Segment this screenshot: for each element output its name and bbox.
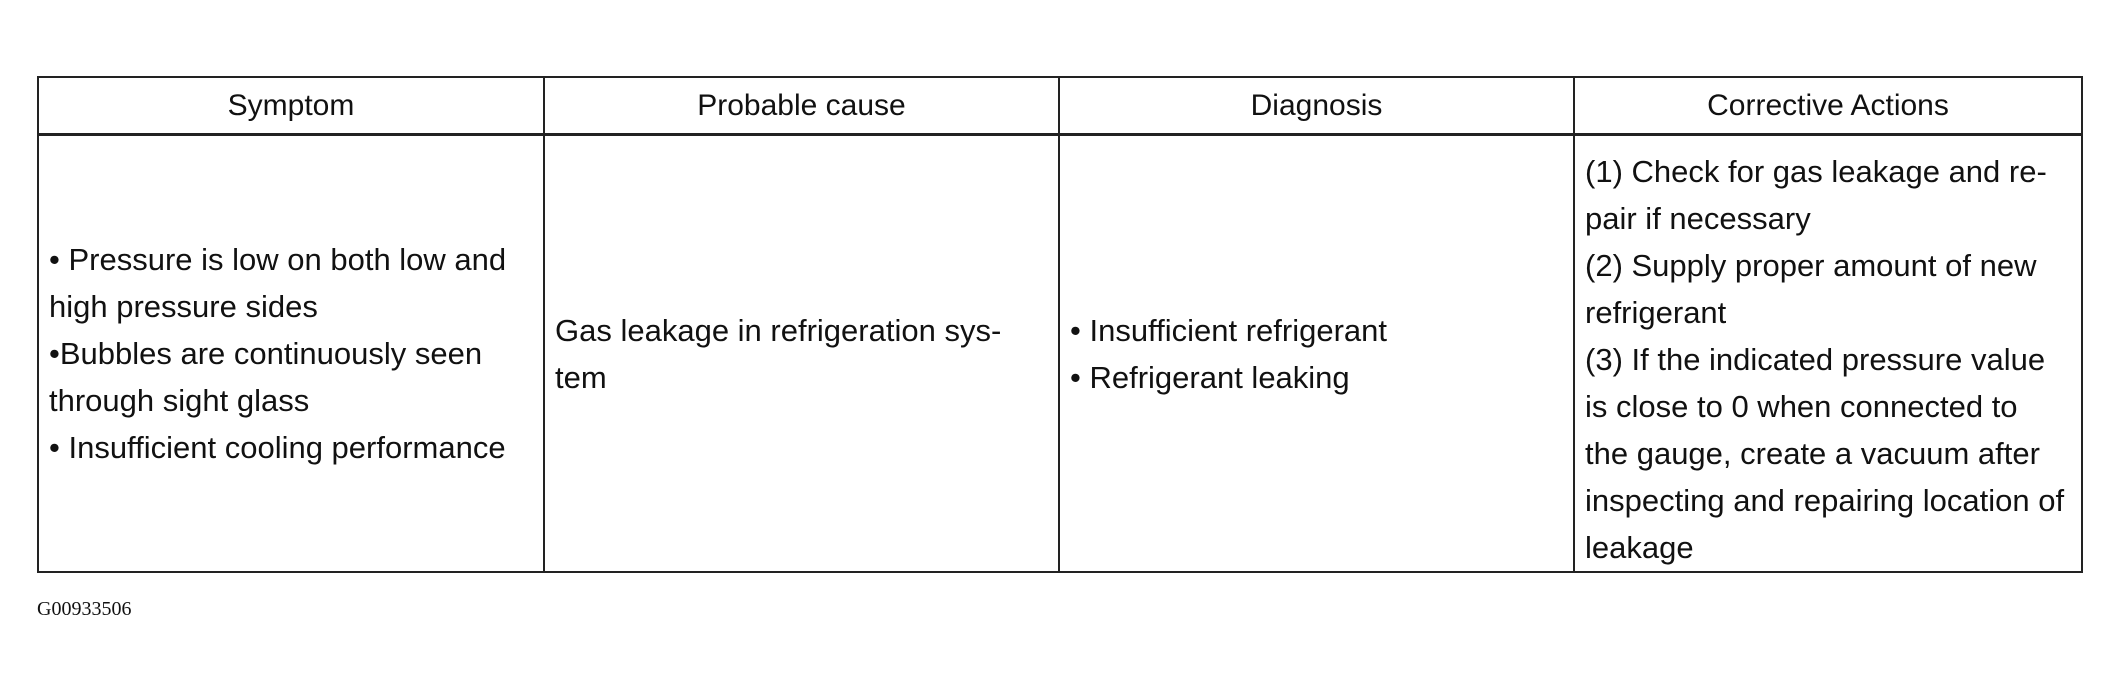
- diagnosis-line: • Refrigerant leaking: [1070, 359, 1350, 395]
- corrective-action-line: inspecting and repairing location of: [1585, 483, 2065, 518]
- cell-symptom: • Pressure is low on both low and high p…: [39, 136, 545, 571]
- cell-probable-cause: Gas leakage in refrigeration sys- tem: [545, 136, 1060, 571]
- symptom-lines: • Pressure is low on both low and high p…: [49, 236, 506, 471]
- corrective-action-lines: (1) Check for gas leakage and re- pair i…: [1585, 148, 2064, 571]
- corrective-action-line: (2) Supply proper amount of new: [1585, 248, 2037, 283]
- cell-corrective-actions: (1) Check for gas leakage and re- pair i…: [1575, 136, 2081, 571]
- symptom-line: through sight glass: [49, 383, 310, 418]
- symptom-line: • Pressure is low on both low and: [49, 242, 507, 277]
- corrective-action-line: pair if necessary: [1585, 201, 1811, 236]
- diagnosis-line: • Insufficient refrigerant: [1070, 312, 1387, 348]
- symptom-line: •Bubbles are continuously seen: [49, 336, 483, 371]
- symptom-line: high pressure sides: [49, 289, 318, 324]
- probable-cause-line: Gas leakage in refrigeration sys-: [555, 312, 1002, 348]
- corrective-action-line: is close to 0 when connected to: [1585, 389, 2018, 424]
- corrective-action-line: (1) Check for gas leakage and re-: [1585, 154, 2047, 189]
- diagnosis-lines: • Insufficient refrigerant • Refrigerant…: [1070, 307, 1387, 401]
- figure-id-caption: G00933506: [37, 598, 132, 620]
- probable-cause-line: tem: [555, 359, 607, 395]
- symptom-line: • Insufficient cooling performance: [49, 430, 506, 465]
- header-diagnosis: Diagnosis: [1060, 78, 1575, 136]
- cell-diagnosis: • Insufficient refrigerant • Refrigerant…: [1060, 136, 1575, 571]
- header-symptom: Symptom: [39, 78, 545, 136]
- diagnosis-table: Symptom Probable cause Diagnosis Correct…: [37, 76, 2083, 573]
- corrective-action-line: (3) If the indicated pressure value: [1585, 342, 2046, 377]
- corrective-action-line: leakage: [1585, 530, 1694, 565]
- corrective-action-line: the gauge, create a vacuum after: [1585, 436, 2040, 471]
- header-probable-cause: Probable cause: [545, 78, 1060, 136]
- header-corrective-actions: Corrective Actions: [1575, 78, 2081, 136]
- corrective-action-line: refrigerant: [1585, 295, 1727, 330]
- probable-cause-lines: Gas leakage in refrigeration sys- tem: [555, 307, 1001, 401]
